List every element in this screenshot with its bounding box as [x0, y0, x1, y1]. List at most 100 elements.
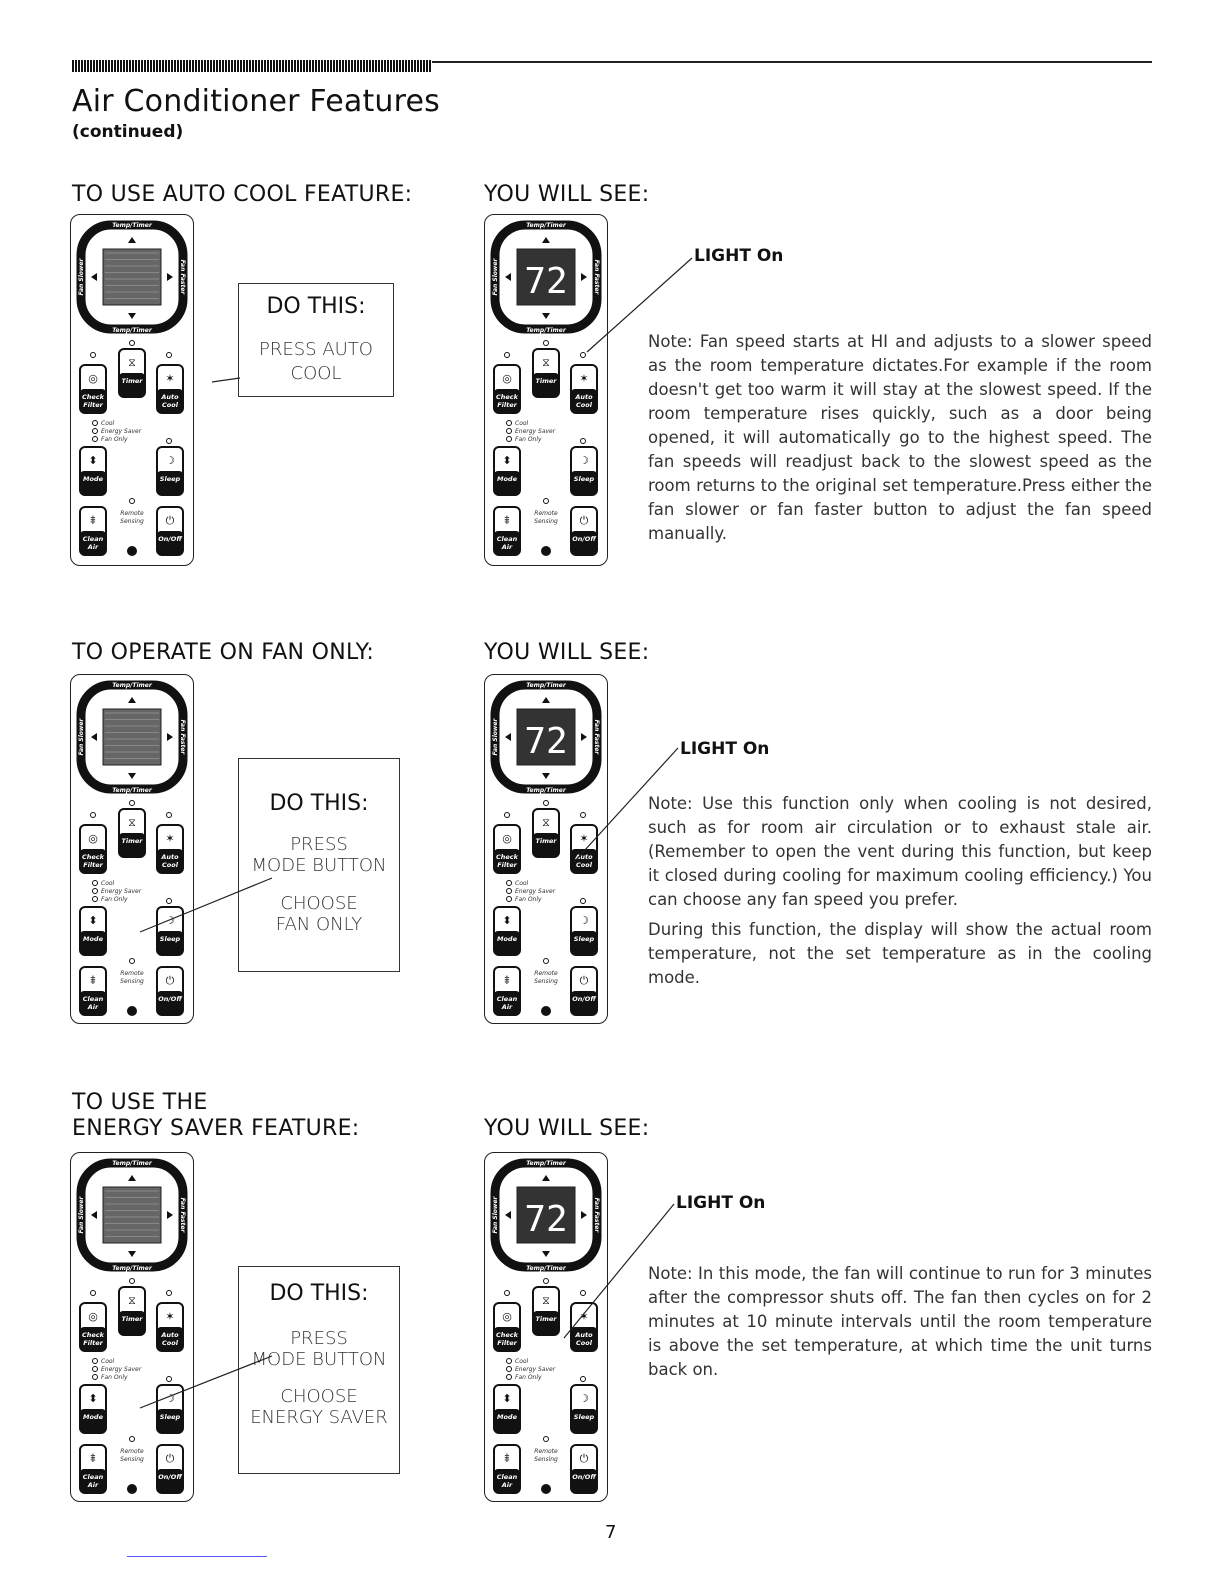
indicator-light	[92, 420, 98, 426]
temp-timer-label: Temp/Timer	[112, 222, 153, 229]
up-arrow-icon	[542, 237, 550, 243]
auto-cool-label: Cool	[162, 1339, 179, 1347]
indicator-light	[506, 888, 512, 894]
mode-label: Mode	[497, 1413, 518, 1421]
timer-icon: ⧖	[542, 356, 550, 369]
auto-cool-label: Cool	[576, 861, 593, 869]
on-off-icon: ⏻	[166, 974, 175, 987]
up-arrow-icon	[128, 697, 136, 703]
mode-fan-only-label: Fan Only	[515, 436, 542, 443]
indicator-light	[506, 896, 512, 902]
display-screen	[516, 1186, 576, 1244]
check-filter-button-base	[494, 389, 520, 413]
indicator-light	[90, 352, 96, 358]
display-screen	[102, 248, 162, 306]
sleep-icon: ☽	[579, 1392, 589, 1405]
section-see-heading-2: YOU WILL SEE:	[484, 640, 650, 665]
fan-faster-label: Fan Faster	[179, 1198, 186, 1234]
indicator-light	[580, 1290, 586, 1296]
indicator-light	[129, 958, 135, 964]
auto-cool-icon: ✶	[165, 1310, 174, 1323]
do-this-line: FAN ONLY	[275, 914, 363, 935]
temp-timer-label: Temp/Timer	[112, 787, 153, 794]
mode-energy-saver-label: Energy Saver	[515, 1366, 556, 1373]
note-paragraph: Note: In this mode, the fan will continu…	[648, 1264, 1152, 1379]
light-on-label: LIGHT On	[676, 1193, 766, 1213]
auto-cool-label: Cool	[162, 401, 179, 409]
sleep-button-base	[571, 931, 597, 955]
do-this-line: ENERGY SAVER	[250, 1407, 388, 1428]
clean-air-label: Air	[501, 1481, 513, 1489]
auto-cool-label: Auto	[160, 1331, 179, 1339]
check-filter-label: Filter	[497, 401, 517, 409]
check-filter-icon: ◎	[502, 832, 512, 845]
sleep-icon: ☽	[165, 454, 175, 467]
indicator-light	[543, 340, 549, 346]
indicator-light	[166, 352, 172, 358]
section-see-heading-3: YOU WILL SEE:	[484, 1116, 650, 1141]
remote-sensor-dot	[127, 1006, 137, 1016]
mode-cool-label: Cool	[101, 420, 115, 427]
section-heading-auto-cool: TO USE AUTO COOL FEATURE:	[72, 182, 413, 207]
remote-label: Remote	[534, 510, 558, 517]
leader-line	[139, 877, 273, 933]
note-text: Note: Use this function only when coolin…	[648, 792, 1152, 996]
timer-label: Timer	[121, 837, 143, 845]
do-this-title: DO THIS:	[269, 1281, 369, 1306]
clean-air-icon: ⹋	[90, 514, 96, 527]
section-heading-fan-only: TO OPERATE ON FAN ONLY:	[72, 640, 375, 665]
timer-button-base	[119, 373, 145, 397]
up-arrow-icon	[542, 697, 550, 703]
leader-line	[586, 257, 693, 353]
indicator-light	[506, 880, 512, 886]
indicator-light	[506, 1366, 512, 1372]
auto-cool-label: Auto	[574, 1331, 593, 1339]
fan-faster-label: Fan Faster	[593, 720, 600, 756]
sleep-label: Sleep	[574, 935, 595, 943]
check-filter-label: Filter	[83, 1339, 103, 1347]
fan-slower-label: Fan Slower	[492, 718, 499, 756]
mode-label: Mode	[83, 1413, 104, 1421]
sensing-label: Sensing	[534, 518, 558, 525]
leader-line	[211, 377, 241, 383]
do-this-line: MODE BUTTON	[251, 1349, 387, 1370]
section-see-heading-1: YOU WILL SEE:	[484, 182, 650, 207]
on-off-button-base	[157, 531, 183, 555]
fan-slower-label: Fan Slower	[78, 1196, 85, 1234]
mode-cool-label: Cool	[515, 420, 529, 427]
auto-cool-label: Auto	[160, 853, 179, 861]
on-off-button-base	[571, 991, 597, 1015]
sensing-label: Sensing	[120, 518, 144, 525]
on-off-button-base	[571, 1469, 597, 1493]
indicator-light	[543, 1436, 549, 1442]
auto-cool-button-base	[571, 849, 597, 873]
note-text: Note: In this mode, the fan will continu…	[648, 1262, 1152, 1388]
temp-timer-label: Temp/Timer	[526, 1265, 567, 1272]
on-off-icon: ⏻	[166, 1452, 175, 1465]
indicator-light	[92, 888, 98, 894]
timer-icon: ⧖	[542, 816, 550, 829]
indicator-light	[92, 1366, 98, 1372]
mode-label: Mode	[83, 475, 104, 483]
mode-label: Mode	[83, 935, 104, 943]
note-paragraph: Note: Use this function only when coolin…	[648, 794, 1152, 909]
mode-button-base	[80, 471, 106, 495]
auto-cool-icon: ✶	[579, 372, 588, 385]
remote-label: Remote	[120, 510, 144, 517]
sleep-label: Sleep	[160, 1413, 181, 1421]
indicator-light	[543, 1278, 549, 1284]
auto-cool-label: Auto	[160, 393, 179, 401]
mode-icon: ⬍	[88, 1392, 97, 1405]
remote-sensor-dot	[127, 1484, 137, 1494]
mode-cool-label: Cool	[101, 880, 115, 887]
fan-slower-label: Fan Slower	[492, 258, 499, 296]
auto-cool-label: Cool	[576, 1339, 593, 1347]
down-arrow-icon	[542, 773, 550, 779]
temp-timer-label: Temp/Timer	[526, 787, 567, 794]
left-arrow-icon	[91, 733, 97, 741]
timer-button-base	[533, 833, 559, 857]
check-filter-label: Check	[82, 1331, 105, 1339]
indicator-light	[166, 1290, 172, 1296]
sleep-label: Sleep	[574, 475, 595, 483]
